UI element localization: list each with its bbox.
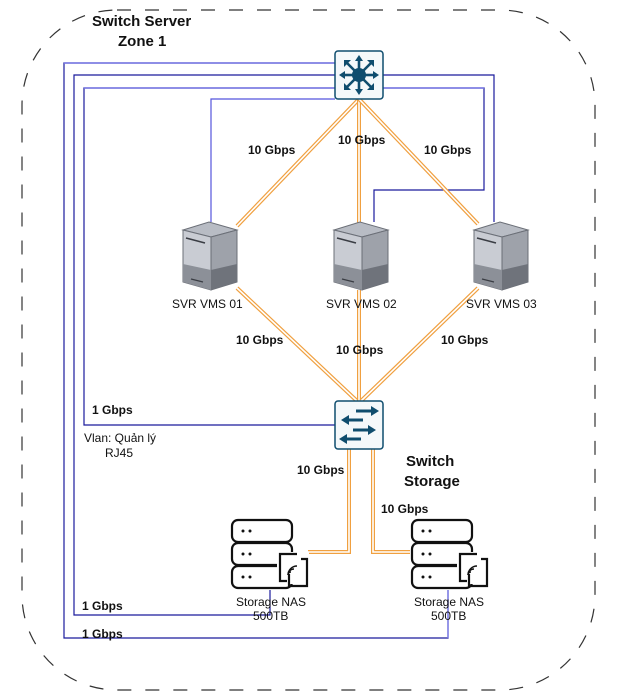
storage-switch-label-line2: Storage [404, 473, 460, 490]
mgmt-link-svr01 [210, 98, 335, 222]
fiber-storage-switch-nas2 [371, 449, 410, 554]
link-label-core-svr02: 10 Gbps [338, 133, 386, 147]
nas-name-2: Storage NAS [414, 595, 484, 609]
wireless-badge-icon [277, 552, 309, 588]
fiber-svr01-storage-switch [235, 286, 359, 403]
link-label-core-svr01: 10 Gbps [248, 143, 296, 157]
mgmt-link-nas1 [73, 74, 335, 616]
server-name-3: SVR VMS 03 [466, 297, 537, 311]
link-label-svr03-storage-switch: 10 Gbps [441, 333, 489, 347]
link-label-mgmt-nas2: 1 Gbps [82, 627, 123, 641]
vlan-label: Vlan: Quản lý [84, 431, 156, 445]
fiber-core-svr03 [357, 97, 480, 226]
server-tower-icon [472, 221, 530, 291]
fiber-links [235, 97, 480, 554]
zone-title-line1: Switch Server [92, 13, 191, 30]
link-label-svr02-storage-switch: 10 Gbps [336, 343, 384, 357]
nas-storage-icon [230, 518, 309, 590]
mgmt-link-svr03 [383, 74, 495, 222]
zone-title-line2: Zone 1 [118, 33, 166, 50]
core-switch-icon [339, 55, 379, 95]
server-tower-icon [332, 221, 390, 291]
vlan-port-label: RJ45 [105, 446, 133, 460]
server-3[interactable] [472, 221, 530, 291]
core-switch[interactable] [334, 50, 384, 100]
storage-switch[interactable] [334, 400, 384, 450]
nas-name-1: Storage NAS [236, 595, 306, 609]
link-label-mgmt-nas1: 1 Gbps [82, 599, 123, 613]
link-label-core-svr03: 10 Gbps [424, 143, 472, 157]
link-label-storage-switch-nas2: 10 Gbps [381, 502, 429, 516]
nas-capacity-1: 500TB [253, 609, 288, 623]
server-1[interactable] [181, 221, 239, 291]
nas-storage-icon [410, 518, 489, 590]
fiber-core-svr01 [235, 97, 361, 228]
link-label-mgmt-storage-switch: 1 Gbps [92, 403, 133, 417]
server-name-1: SVR VMS 01 [172, 297, 243, 311]
link-label-svr01-storage-switch: 10 Gbps [236, 333, 284, 347]
server-2[interactable] [332, 221, 390, 291]
storage-nas-1[interactable] [230, 518, 309, 590]
storage-units [230, 518, 489, 590]
server-name-2: SVR VMS 02 [326, 297, 397, 311]
storage-nas-2[interactable] [410, 518, 489, 590]
storage-switch-label-line1: Switch [406, 453, 454, 470]
fiber-storage-switch-nas1 [308, 449, 351, 554]
fiber-svr03-storage-switch [359, 286, 480, 403]
nas-capacity-2: 500TB [431, 609, 466, 623]
mgmt-link-highlights [64, 62, 484, 638]
storage-switch-frame [334, 400, 384, 450]
zone-boundary [21, 9, 596, 691]
link-label-storage-switch-nas1: 10 Gbps [297, 463, 345, 477]
access-switch-icon [339, 406, 379, 444]
servers [181, 221, 530, 291]
server-tower-icon [181, 221, 239, 291]
wireless-badge-icon [457, 552, 489, 588]
